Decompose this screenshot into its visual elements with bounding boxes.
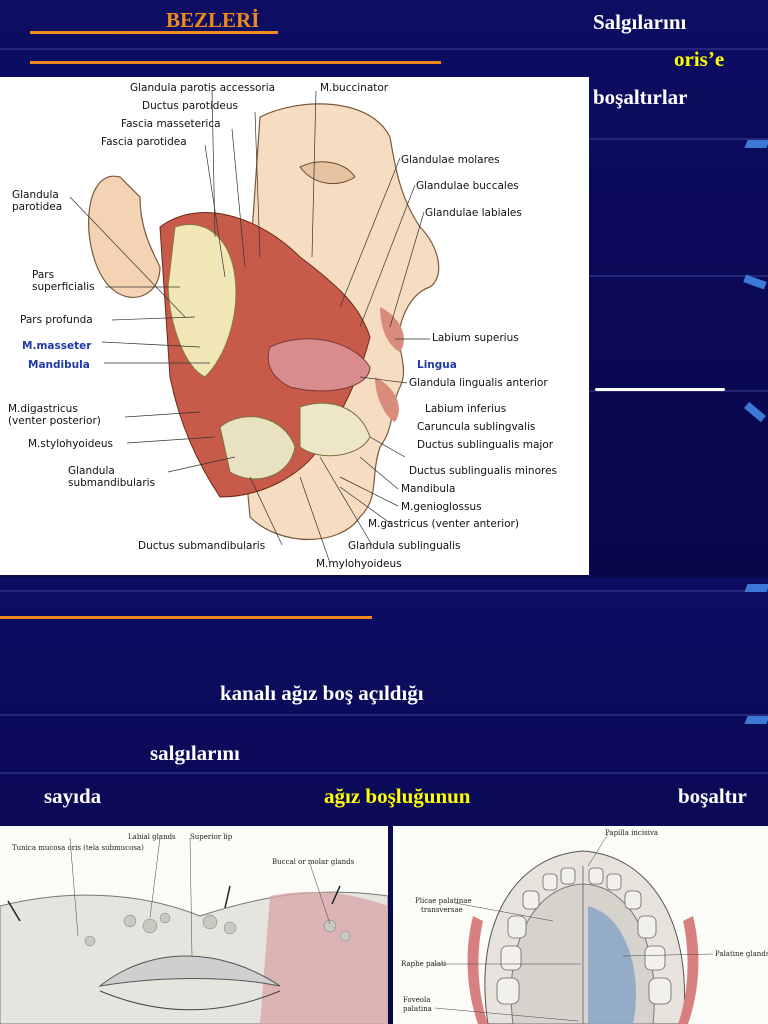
- lip-illustration: [0, 826, 388, 1024]
- label-plicae-2: transversae: [421, 906, 463, 914]
- right-text-3: boşaltırlar: [593, 85, 688, 109]
- label-foveola-1: Foveola: [403, 996, 431, 1004]
- decor-tick: [744, 584, 768, 592]
- label-plicae-1: Plicae palatinae: [415, 897, 472, 905]
- right-text-1: Salgılarını: [593, 10, 687, 34]
- label-gastricus: M.gastricus (venter anterior): [368, 518, 519, 530]
- label-labium-inferius: Labium inferius: [425, 403, 507, 415]
- divider-line-bottom: [0, 616, 372, 619]
- divider-line: [30, 61, 441, 64]
- label-ductus-sub-minores: Ductus sublingualis minores: [409, 465, 558, 477]
- label-masseter: M.masseter: [22, 340, 92, 352]
- title-underline: [30, 31, 278, 34]
- label-mandibula-left: Mandibula: [28, 359, 90, 371]
- label-mylohyoideus: M.mylohyoideus: [316, 558, 402, 570]
- label-caruncula: Caruncula sublingvalis: [417, 421, 536, 433]
- label-glandula-sublingualis: Glandula sublingualis: [348, 540, 461, 552]
- decor-tick: [744, 401, 766, 423]
- label-pars-superficialis-2: superficialis: [32, 281, 95, 293]
- label-papilla: Papilla incisiva: [605, 829, 659, 837]
- label-palatine-glands: Palatine glands: [715, 950, 768, 958]
- bottom-text-3-mid: ağız boşluğunun: [324, 784, 471, 808]
- label-foveola-2: palatina: [403, 1005, 432, 1013]
- label-labium-superius: Labium superius: [432, 332, 519, 344]
- label-pars-superficialis-1: Pars: [32, 269, 55, 281]
- label-submandibularis-1: Glandula: [68, 465, 115, 477]
- bottom-text-3-left: sayıda: [44, 784, 102, 808]
- label-lingua: Lingua: [417, 359, 457, 371]
- top-slide: BEZLERİ Salgılarını oris’e boşaltırlar: [0, 0, 768, 578]
- label-tunica: Tunica mucosa oris (tela submucosa): [12, 844, 144, 852]
- label-raphe: Raphe palati: [401, 960, 447, 968]
- label-labial-glands: Labial glands: [128, 833, 176, 841]
- head-illustration: [69, 90, 440, 564]
- decor-tick: [744, 140, 768, 148]
- label-buccinator: M.buccinator: [320, 82, 389, 94]
- anatomy-figure: Glandula parotis accessoria M.buccinator…: [0, 77, 589, 575]
- label-buccales: Glandulae buccales: [416, 180, 519, 192]
- label-mandibula-right: Mandibula: [401, 483, 456, 495]
- label-superior-lip: Superior lip: [190, 833, 233, 841]
- label-stylohyoideus: M.stylohyoideus: [28, 438, 113, 450]
- palate-photo: Papilla incisiva Plicae palatinae transv…: [393, 826, 768, 1024]
- label-buccal: Buccal or molar glands: [272, 858, 355, 866]
- label-ductus-submandibularis: Ductus submandibularis: [138, 540, 266, 552]
- lip-glands-photo: Tunica mucosa oris (tela submucosa) Labi…: [0, 826, 388, 1024]
- label-digastricus-1: M.digastricus: [8, 403, 78, 415]
- label-glandula-parotidea-2: parotidea: [12, 201, 63, 213]
- label-labiales: Glandulae labiales: [425, 207, 522, 219]
- label-fascia-masseterica: Fascia masseterica: [121, 118, 221, 130]
- label-parotis-accessoria: Glandula parotis accessoria: [130, 82, 276, 94]
- bottom-text-2: salgılarını: [150, 741, 240, 765]
- palate-illustration: [393, 826, 768, 1024]
- decor-tick: [744, 716, 768, 724]
- slide-title: BEZLERİ: [166, 8, 260, 32]
- label-glandula-parotidea-1: Glandula: [12, 189, 59, 201]
- label-fascia-parotidea: Fascia parotidea: [101, 136, 187, 148]
- label-digastricus-2: (venter posterior): [8, 415, 101, 427]
- bottom-text-1: kanalı ağız boş açıldığı: [220, 681, 424, 705]
- label-ductus-parotideus: Ductus parotideus: [142, 100, 238, 112]
- label-ductus-sub-major: Ductus sublingualis major: [417, 439, 554, 451]
- white-stroke: [595, 388, 725, 391]
- label-molares: Glandulae molares: [401, 154, 500, 166]
- label-lingualis-anterior: Glandula lingualis anterior: [409, 377, 548, 389]
- right-text-2: oris’e: [674, 47, 725, 71]
- label-submandibularis-2: submandibularis: [68, 477, 156, 489]
- label-genioglossus: M.genioglossus: [401, 501, 482, 513]
- label-pars-profunda: Pars profunda: [20, 314, 93, 326]
- bottom-text-3-right: boşaltır: [678, 784, 747, 808]
